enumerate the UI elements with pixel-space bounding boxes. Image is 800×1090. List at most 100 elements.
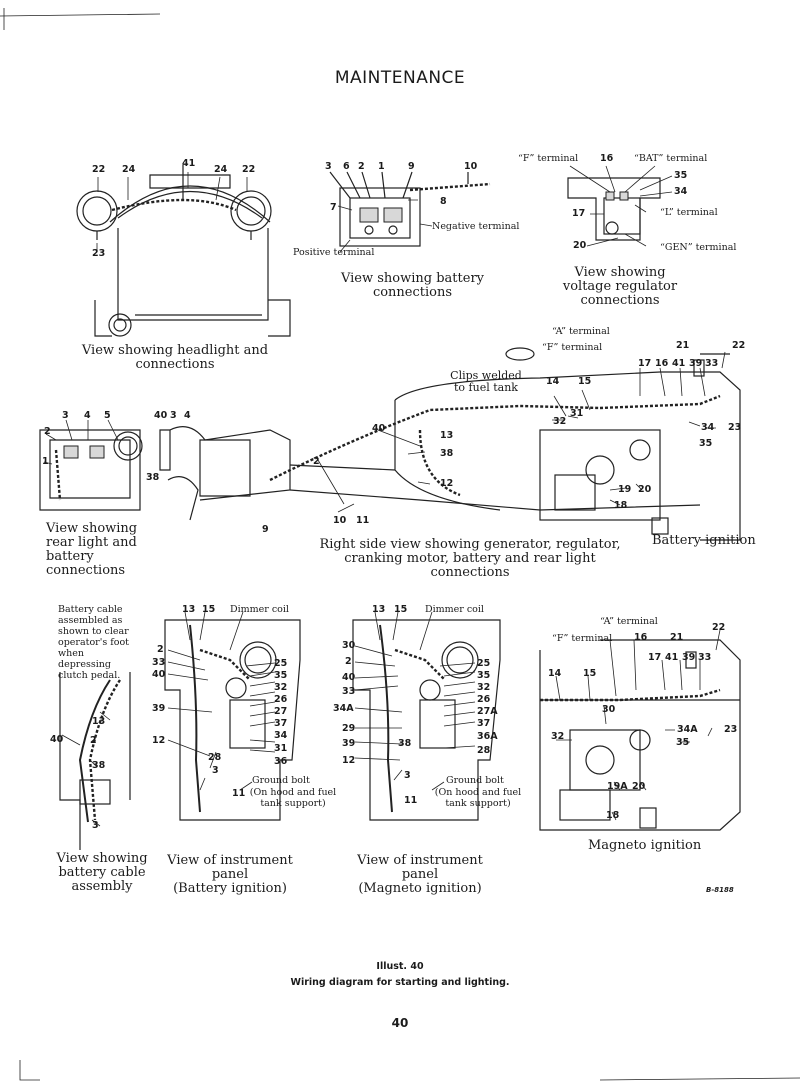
- negative-terminal-label: Negative terminal: [432, 221, 520, 232]
- callout-2: 2: [345, 656, 352, 667]
- callout-39: 39: [682, 652, 696, 663]
- callout-15: 15: [583, 668, 597, 679]
- callout-41: 41: [665, 652, 679, 663]
- callout-22: 22: [732, 340, 746, 351]
- magneto-caption: Magneto ignition: [588, 838, 702, 853]
- callout-16: 16: [655, 358, 669, 369]
- callout-35: 35: [676, 737, 690, 748]
- callout-30: 30: [342, 640, 356, 651]
- callout-20: 20: [638, 484, 652, 495]
- callout-2: 2: [44, 426, 51, 437]
- callout-35: 35: [477, 670, 491, 681]
- ground-bolt-note: (On hood and fuel tank support): [434, 787, 522, 809]
- callout-34: 34: [674, 186, 688, 197]
- callout-38: 38: [146, 472, 160, 483]
- callout-19a: 19A: [607, 781, 628, 792]
- callout-32: 32: [274, 682, 288, 693]
- callout-8: 8: [440, 196, 447, 207]
- cable-assembly-caption: View showing battery cable assembly: [56, 851, 148, 894]
- callout-10: 10: [464, 161, 478, 172]
- callout-30: 30: [602, 704, 616, 715]
- bat-terminal-label: “BAT” terminal: [634, 153, 708, 164]
- callout-35: 35: [274, 670, 288, 681]
- callout-5: 5: [104, 410, 111, 421]
- callout-34a: 34A: [677, 724, 698, 735]
- callout-38: 38: [92, 760, 106, 771]
- callout-25: 25: [477, 658, 491, 669]
- page-title: MAINTENANCE: [334, 68, 466, 88]
- callout-27: 27: [274, 706, 288, 717]
- panel-magneto-drawing: [352, 611, 501, 821]
- callout-2: 2: [358, 161, 365, 172]
- callout-12: 12: [152, 735, 166, 746]
- ground-bolt-note: (On hood and fuel tank support): [249, 787, 337, 809]
- callout-11: 11: [356, 515, 370, 526]
- callout-22: 22: [242, 164, 256, 175]
- callout-9: 9: [262, 524, 269, 535]
- callout-20: 20: [573, 240, 587, 251]
- callout-13: 13: [440, 430, 454, 441]
- figure-number: Illust. 40: [376, 961, 424, 972]
- dimmer-coil-label: Dimmer coil: [425, 604, 484, 615]
- callout-11: 11: [232, 788, 246, 799]
- callout-39: 39: [689, 358, 703, 369]
- dimmer-coil-label: Dimmer coil: [230, 604, 289, 615]
- panel-battery-caption-line1: View of instrument: [167, 853, 293, 868]
- rear-light-drawing: [39, 419, 143, 511]
- callout-33: 33: [705, 358, 719, 369]
- callout-14: 14: [548, 668, 562, 679]
- callout-29: 29: [342, 723, 356, 734]
- callout-35: 35: [674, 170, 688, 181]
- magneto-drawing: [539, 629, 741, 831]
- callout-13: 13: [372, 604, 386, 615]
- panel-magneto-caption-line2: panel: [401, 867, 439, 882]
- reference-code: B-8188: [706, 886, 734, 894]
- callout-12: 12: [440, 478, 454, 489]
- f-terminal-label: “F” terminal: [542, 342, 603, 353]
- callout-32: 32: [551, 731, 565, 742]
- callout-9: 9: [408, 161, 415, 172]
- callout-28: 28: [208, 752, 222, 763]
- callout-17: 17: [572, 208, 586, 219]
- callout-26: 26: [274, 694, 288, 705]
- callout-2: 2: [313, 456, 320, 467]
- callout-16: 16: [600, 153, 614, 164]
- callout-39: 39: [342, 738, 356, 749]
- figure-caption: Wiring diagram for starting and lighting…: [290, 977, 510, 988]
- battery-drawing: [329, 171, 491, 253]
- callout-3: 3: [212, 765, 219, 776]
- callout-38: 38: [440, 448, 454, 459]
- callout-37: 37: [274, 718, 288, 729]
- f-terminal-label: “F” terminal: [518, 153, 579, 164]
- l-terminal-label: “L” terminal: [660, 207, 718, 218]
- callout-32: 32: [553, 416, 567, 427]
- callout-12: 12: [342, 755, 356, 766]
- callout-31: 31: [274, 743, 288, 754]
- callout-1: 1: [42, 456, 49, 467]
- callout-24: 24: [122, 164, 136, 175]
- callout-19: 19: [618, 484, 632, 495]
- callout-21: 21: [670, 632, 684, 643]
- panel-magneto-caption-line1: View of instrument: [357, 853, 483, 868]
- clips-welded-label: Clips welded to fuel tank: [450, 369, 522, 394]
- callout-23: 23: [728, 422, 742, 433]
- callout-13: 13: [182, 604, 196, 615]
- callout-18: 18: [606, 810, 620, 821]
- callout-3: 3: [170, 410, 177, 421]
- callout-26: 26: [477, 694, 491, 705]
- callout-21: 21: [676, 340, 690, 351]
- cable-note: Battery cable assembled as shown to clea…: [58, 604, 129, 681]
- callout-4: 4: [184, 410, 191, 421]
- callout-33: 33: [152, 657, 166, 668]
- callout-11: 11: [404, 795, 418, 806]
- callout-40: 40: [152, 669, 166, 680]
- regulator-caption: View showing voltage regulator connectio…: [562, 265, 678, 308]
- callout-28: 28: [477, 745, 491, 756]
- ground-bolt-label: Ground bolt: [252, 775, 310, 786]
- callout-7: 7: [330, 202, 337, 213]
- callout-24: 24: [214, 164, 228, 175]
- callout-15: 15: [578, 376, 592, 387]
- callout-40: 40: [372, 423, 386, 434]
- regulator-drawing: [567, 165, 673, 247]
- callout-36a: 36A: [477, 731, 498, 742]
